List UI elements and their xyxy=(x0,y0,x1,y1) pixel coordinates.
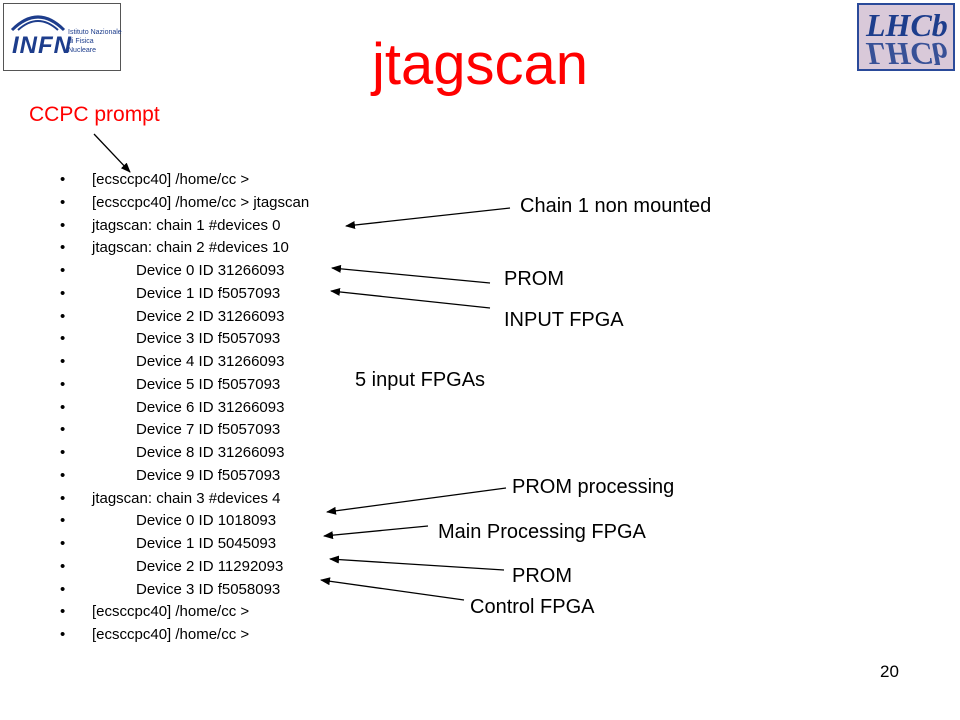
bullet-icon: • xyxy=(60,330,66,348)
bullet-icon: • xyxy=(60,580,66,598)
bullet-icon: • xyxy=(60,262,66,279)
terminal-line-text: Device 4 ID 31266093 xyxy=(136,353,285,370)
bullet-icon: • xyxy=(60,603,66,621)
lhcb-logo: LHCb LHCb xyxy=(857,3,955,71)
bullet-icon: • xyxy=(60,216,66,234)
infn-logo-word: INFN xyxy=(12,32,72,59)
ccpc-prompt-label: CCPC prompt xyxy=(29,103,160,126)
terminal-line-text: Device 1 ID 5045093 xyxy=(136,535,277,552)
bullet-icon: • xyxy=(60,626,66,643)
terminal-line: • Device 9 ID f5057093 xyxy=(60,465,560,488)
terminal-line: • Device 3 ID f5058093 xyxy=(60,579,560,602)
bullet-icon: • xyxy=(60,444,66,461)
annotation-main-processing-fpga: Main Processing FPGA xyxy=(438,521,646,543)
terminal-output-list: • [ecsccpc40] /home/cc > • [ecsccpc40] /hom… xyxy=(60,169,560,647)
terminal-line-text: Device 5 ID f5057093 xyxy=(136,375,281,393)
terminal-line: • Device 5 ID f5057093 xyxy=(60,374,560,397)
infn-logo-subtext: Istituto Nazionale di Fisica Nucleare xyxy=(68,29,122,54)
terminal-line-text: jtagscan: chain 2 #devices 10 xyxy=(92,239,289,257)
annotation-input-fpga: INPUT FPGA xyxy=(504,309,624,331)
terminal-line: • Device 7 ID f5057093 xyxy=(60,419,560,442)
page-number: 20 xyxy=(880,662,899,681)
arrow-chain1 xyxy=(345,207,511,229)
terminal-line-text: Device 7 ID f5057093 xyxy=(136,421,281,439)
terminal-line-text: [ecsccpc40] /home/cc > jtagscan xyxy=(92,193,310,211)
terminal-line: • Device 2 ID 31266093 xyxy=(60,306,560,329)
terminal-line: • Device 3 ID f5057093 xyxy=(60,328,560,351)
arrow-control-fpga xyxy=(320,577,465,601)
lhcb-logo-word: LHCb xyxy=(866,7,948,43)
arrow-ccpc-prompt xyxy=(93,133,131,173)
terminal-line-text: [ecsccpc40] /home/cc > xyxy=(92,626,250,643)
terminal-line-text: [ecsccpc40] /home/cc > xyxy=(92,171,250,188)
arrow-prom-processing xyxy=(326,487,507,515)
annotation-prom-processing: PROM processing xyxy=(512,476,675,498)
bullet-icon: • xyxy=(60,239,66,257)
terminal-line: • [ecsccpc40] /home/cc > xyxy=(60,601,560,624)
terminal-line: • jtagscan: chain 1 #devices 0 xyxy=(60,215,560,238)
bullet-icon: • xyxy=(60,171,66,188)
bullet-icon: • xyxy=(60,421,66,439)
terminal-line: • Device 0 ID 31266093 xyxy=(60,260,560,283)
terminal-line: • Device 4 ID 31266093 xyxy=(60,351,560,374)
terminal-line: • Device 2 ID 11292093 xyxy=(60,556,560,579)
terminal-line: • jtagscan: chain 2 #devices 10 xyxy=(60,237,560,260)
terminal-line: • [ecsccpc40] /home/cc > jtagscan xyxy=(60,192,560,215)
bullet-icon: • xyxy=(60,193,66,211)
terminal-line-text: Device 0 ID 31266093 xyxy=(136,262,285,279)
annotation-prom: PROM xyxy=(504,268,564,290)
bullet-icon: • xyxy=(60,512,66,530)
arrow-prom xyxy=(331,264,491,284)
terminal-line: • Device 8 ID 31266093 xyxy=(60,442,560,465)
arrow-prom-2 xyxy=(329,555,505,571)
terminal-line-text: Device 3 ID f5058093 xyxy=(136,580,281,598)
bullet-icon: • xyxy=(60,398,66,416)
bullet-icon: • xyxy=(60,307,66,325)
arrow-input-fpga xyxy=(330,287,491,309)
arrow-main-processing xyxy=(323,525,429,540)
bullet-icon: • xyxy=(60,353,66,370)
terminal-line-text: [ecsccpc40] /home/cc > xyxy=(92,603,250,621)
terminal-line: • Device 1 ID 5045093 xyxy=(60,533,560,556)
bullet-icon: • xyxy=(60,489,66,507)
terminal-line: • [ecsccpc40] /home/cc > xyxy=(60,169,560,192)
bullet-icon: • xyxy=(60,535,66,552)
terminal-line: • Device 6 ID 31266093 xyxy=(60,397,560,420)
bullet-icon: • xyxy=(60,557,66,575)
infn-arc-icon xyxy=(10,15,66,32)
bullet-icon: • xyxy=(60,466,66,484)
annotation-five-input-fpgas: 5 input FPGAs xyxy=(355,369,486,391)
terminal-line-text: jtagscan: chain 3 #devices 4 xyxy=(92,489,281,507)
terminal-line: • Device 0 ID 1018093 xyxy=(60,510,560,533)
terminal-line: • Device 1 ID f5057093 xyxy=(60,283,560,306)
terminal-line-text: Device 9 ID f5057093 xyxy=(136,466,281,484)
bullet-icon: • xyxy=(60,284,66,302)
bullet-icon: • xyxy=(60,375,66,393)
terminal-line-text: jtagscan: chain 1 #devices 0 xyxy=(92,216,281,234)
terminal-line-text: Device 8 ID 31266093 xyxy=(136,444,285,461)
terminal-line-text: Device 3 ID f5057093 xyxy=(136,330,281,348)
terminal-line: • jtagscan: chain 3 #devices 4 xyxy=(60,488,560,511)
annotation-prom-2: PROM xyxy=(512,565,572,587)
terminal-line-text: Device 2 ID 11292093 xyxy=(136,557,284,575)
terminal-line: • [ecsccpc40] /home/cc > xyxy=(60,624,560,647)
terminal-line-text: Device 6 ID 31266093 xyxy=(136,398,285,416)
terminal-line-text: Device 0 ID 1018093 xyxy=(136,512,277,530)
terminal-line-text: Device 1 ID f5057093 xyxy=(136,284,281,302)
slide-title: jtagscan xyxy=(371,32,589,97)
annotation-control-fpga: Control FPGA xyxy=(470,596,595,618)
terminal-line-text: Device 2 ID 31266093 xyxy=(136,307,285,325)
annotation-chain1-non-mounted: Chain 1 non mounted xyxy=(520,195,712,217)
infn-logo: INFN Istituto Nazionale di Fisica Nuclea… xyxy=(3,3,122,71)
